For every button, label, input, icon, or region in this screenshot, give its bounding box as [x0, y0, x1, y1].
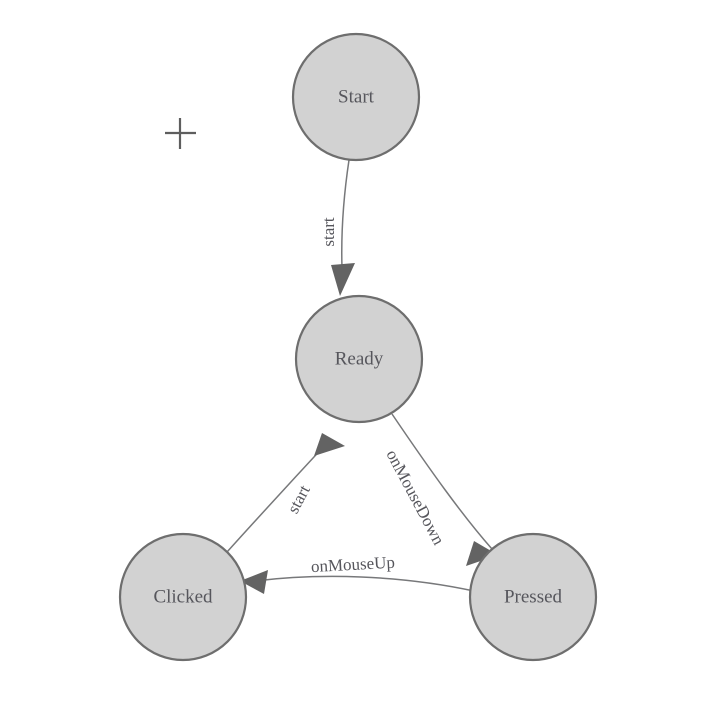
node-start-circle[interactable] — [291, 32, 421, 162]
edge-label-pressed-to-clicked: onMouseUp — [310, 553, 395, 576]
node-start[interactable]: Start — [291, 32, 421, 162]
edge-clicked-to-ready[interactable] — [226, 433, 345, 553]
edge-path-pressed-to-clicked[interactable] — [254, 575, 475, 592]
node-ready-label: Ready — [335, 348, 384, 369]
arrow-head-start-to-ready — [331, 263, 355, 296]
node-clicked-label: Clicked — [153, 586, 213, 607]
edge-label-start-to-ready: start — [319, 217, 338, 247]
node-clicked-circle[interactable] — [118, 532, 248, 662]
edge-pressed-to-clicked[interactable] — [240, 570, 475, 594]
edge-label-ready-to-pressed: onMouseDown — [382, 447, 448, 549]
node-pressed[interactable]: Pressed — [468, 532, 598, 662]
arrow-head-ready-to-pressed — [466, 541, 498, 566]
arrow-head-clicked-to-ready — [314, 433, 345, 456]
node-start-label: Start — [338, 86, 375, 107]
edge-ready-to-pressed[interactable] — [391, 413, 498, 566]
node-clicked[interactable]: Clicked — [118, 532, 248, 662]
node-ready[interactable]: Ready — [294, 294, 424, 424]
edge-path-ready-to-pressed[interactable] — [391, 413, 493, 550]
arrow-head-pressed-to-clicked — [240, 570, 268, 594]
node-pressed-label: Pressed — [504, 586, 563, 607]
edge-label-clicked-to-ready: start — [283, 482, 314, 517]
node-ready-circle[interactable] — [294, 294, 424, 424]
edge-path-start-to-ready[interactable] — [341, 159, 350, 269]
edge-start-to-ready[interactable] — [331, 159, 355, 296]
node-pressed-circle[interactable] — [468, 532, 598, 662]
crosshair-icon — [165, 118, 196, 149]
edge-path-clicked-to-ready[interactable] — [226, 443, 327, 553]
